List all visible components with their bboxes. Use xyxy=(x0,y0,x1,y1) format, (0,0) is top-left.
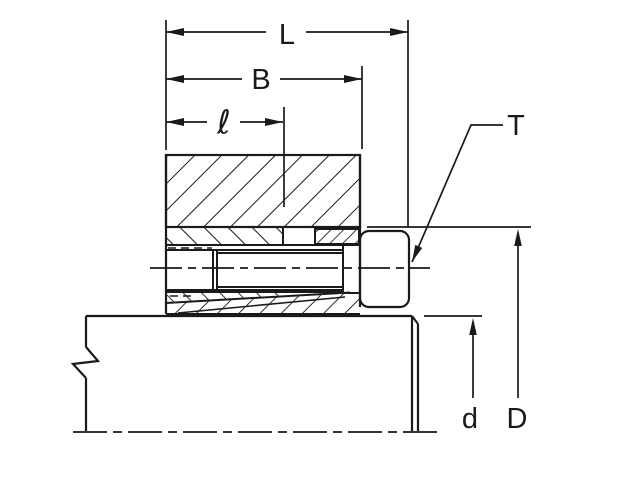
taper-section xyxy=(165,291,360,315)
flange-hatch-right xyxy=(314,228,360,245)
hub-faces xyxy=(164,155,362,314)
dim-label-B: B xyxy=(251,64,270,96)
dimension-B xyxy=(166,66,363,149)
leader-T xyxy=(411,124,503,263)
dim-label-D: D xyxy=(507,403,528,435)
dim-label-L: L xyxy=(279,19,295,51)
flange-hatch-left xyxy=(166,227,283,245)
arrowhead-right xyxy=(265,118,283,126)
arrowhead xyxy=(412,244,423,262)
hub-hatch xyxy=(164,153,362,229)
screw-head xyxy=(358,229,411,309)
dimension-L xyxy=(165,20,409,227)
dim-label-d: d xyxy=(462,403,478,435)
arrowhead-left xyxy=(166,118,184,126)
hub-section xyxy=(164,153,362,229)
centerlines xyxy=(73,267,438,433)
cap-screw xyxy=(166,245,360,294)
shaft xyxy=(70,314,420,431)
dimension-D xyxy=(367,226,531,398)
arrowhead-right xyxy=(390,28,408,36)
arrowhead-up xyxy=(514,229,522,246)
arrowhead-right xyxy=(344,75,362,83)
taper-hatch-back xyxy=(166,292,283,303)
flange-band-section xyxy=(166,227,360,246)
arrowhead-left xyxy=(166,28,184,36)
dim-label-ell: ℓ xyxy=(216,103,231,142)
shaft-break xyxy=(70,346,101,379)
arrowhead-left xyxy=(166,75,184,83)
taper-hatch-fwd xyxy=(166,292,360,314)
dimension-ell xyxy=(166,107,285,207)
dim-label-T: T xyxy=(507,110,525,142)
arrowhead-up xyxy=(469,318,477,335)
dimension-d xyxy=(424,315,482,398)
